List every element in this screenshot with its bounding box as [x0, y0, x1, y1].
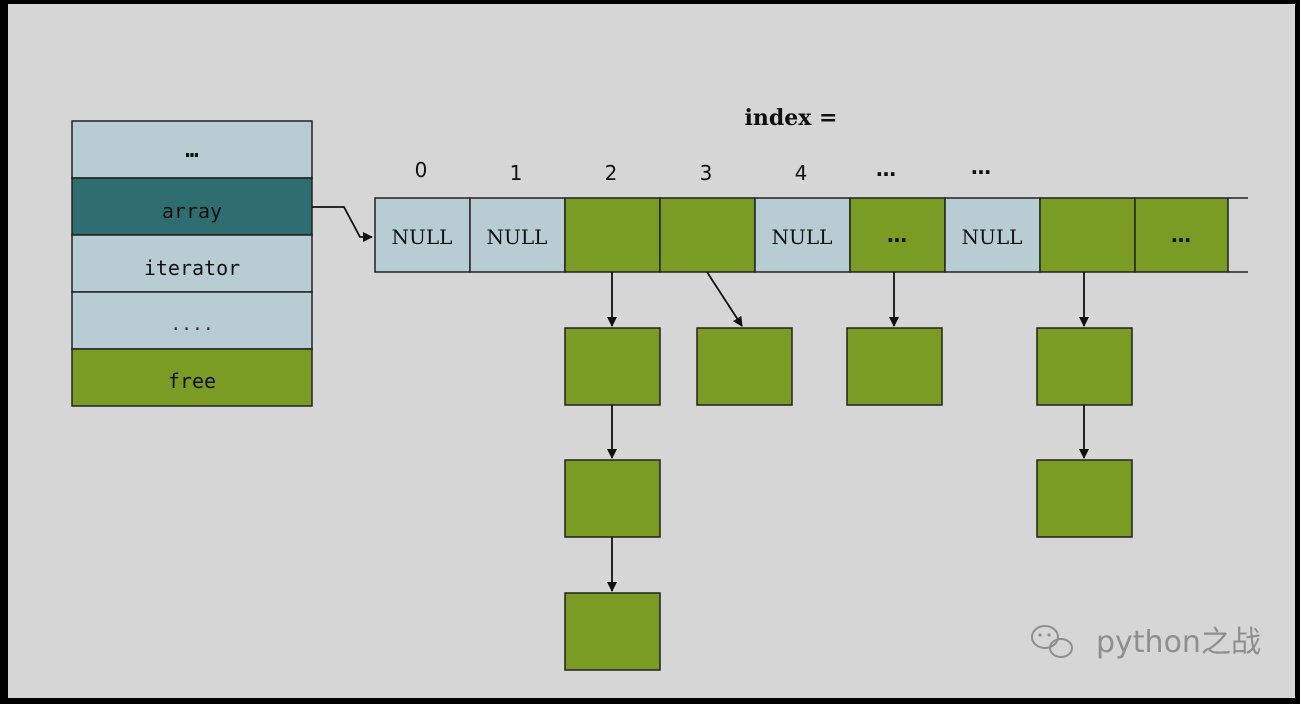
bucket-cell-8: … [1134, 197, 1229, 273]
index-label: 2 [605, 161, 618, 185]
array-pointer-arrow [312, 206, 373, 242]
struct-field-label: array [162, 199, 222, 223]
struct-field-label: free [168, 369, 216, 393]
watermark: python之战 [1031, 625, 1261, 660]
index-label: 1 [510, 161, 523, 185]
bucket-cell-5: … [849, 197, 946, 273]
bucket-label: NULL [962, 225, 1023, 249]
bucket-cell-4: NULL [754, 197, 851, 273]
bucket-cell-2 [564, 197, 661, 273]
index-label: … [971, 155, 991, 179]
chain-node [696, 327, 793, 406]
wechat-icon [1031, 625, 1073, 658]
struct-field-1: array [71, 177, 313, 236]
hash-table-diagram: … array iterator .... free index = [71, 105, 1261, 671]
chain-node [564, 592, 661, 671]
bucket-label: NULL [772, 225, 833, 249]
chain-node [1036, 459, 1133, 538]
struct-field-label: .... [170, 314, 213, 335]
chain-arrow [706, 271, 743, 327]
chain-node [564, 327, 661, 406]
bucket-label: NULL [392, 225, 453, 249]
watermark-text: python之战 [1096, 625, 1261, 660]
diagram-canvas: … array iterator .... free index = [8, 4, 1295, 698]
chain-node [846, 327, 943, 406]
chain-arrows [607, 271, 1089, 592]
bucket-cell-6: NULL [944, 197, 1041, 273]
struct-field-label: iterator [144, 256, 240, 280]
chain-node [1036, 327, 1133, 406]
chain-nodes [564, 327, 1133, 671]
bucket-array: NULL NULL NULL … [374, 197, 1248, 273]
bucket-cell-0: NULL [374, 197, 471, 273]
index-header: index = [745, 105, 838, 131]
struct-field-2: iterator [71, 234, 313, 293]
struct-field-label: … [185, 138, 198, 163]
index-label: … [876, 157, 896, 181]
bucket-cell-1: NULL [469, 197, 566, 273]
bucket-cell-7 [1039, 197, 1136, 273]
struct-field-0: … [71, 120, 313, 179]
bucket-label: … [887, 223, 907, 247]
index-label: 4 [795, 161, 808, 185]
struct-field-4: free [71, 348, 313, 407]
struct-field-3: .... [71, 291, 313, 350]
bucket-cell-3 [659, 197, 756, 273]
index-labels: 0 1 2 3 4 … … [415, 155, 991, 185]
index-label: 0 [415, 158, 428, 182]
bucket-label: … [1171, 223, 1191, 247]
index-label: 3 [700, 161, 713, 185]
struct-block: … array iterator .... free [71, 120, 313, 407]
chain-node [564, 459, 661, 538]
bucket-label: NULL [487, 225, 548, 249]
